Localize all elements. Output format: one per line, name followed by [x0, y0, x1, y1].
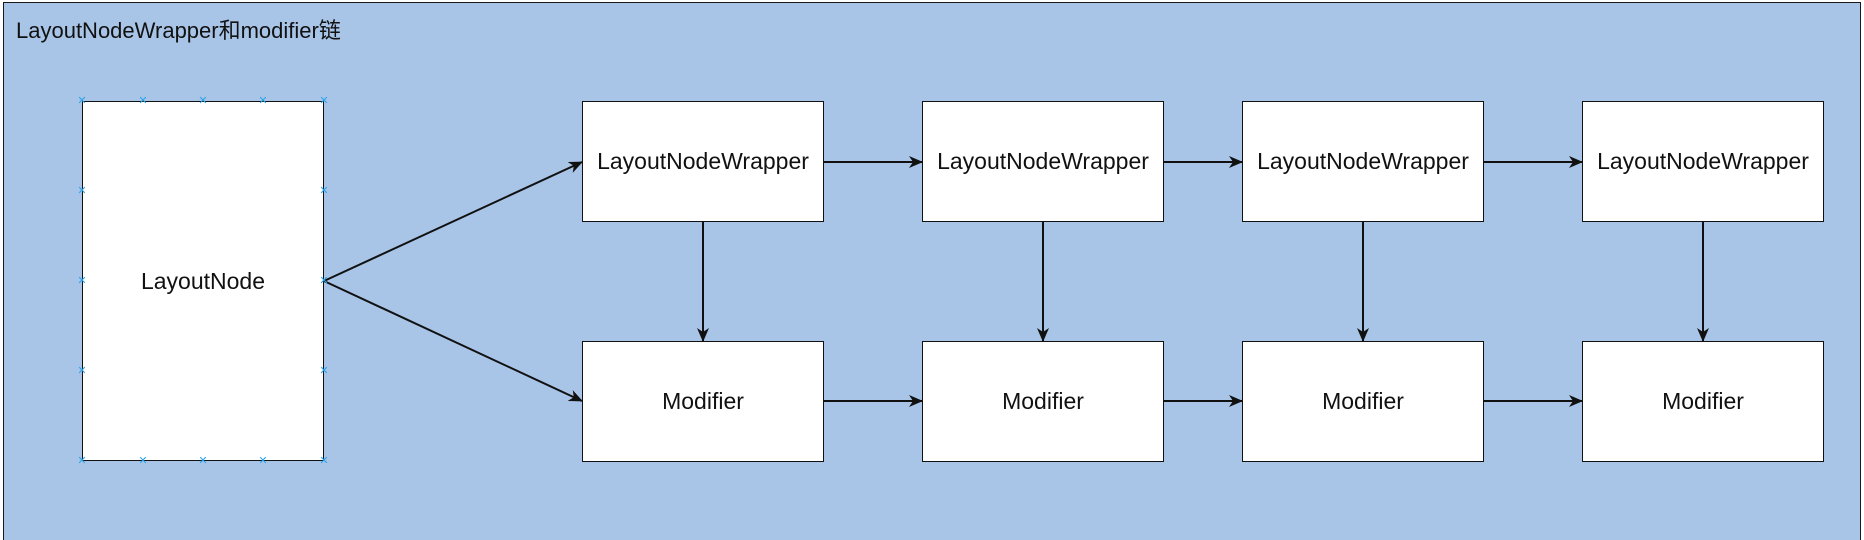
selection-handle-icon[interactable]: ✕ [258, 94, 268, 107]
selection-handle-icon[interactable]: ✕ [258, 454, 268, 467]
selection-handle-icon[interactable]: ✕ [77, 454, 87, 467]
modifier-label: Modifier [662, 388, 744, 414]
modifier-node-1[interactable]: Modifier [582, 341, 824, 462]
selection-handle-icon[interactable]: ✕ [319, 364, 329, 377]
modifier-node-2[interactable]: Modifier [922, 341, 1164, 462]
wrapper-label: LayoutNodeWrapper [597, 148, 809, 174]
wrapper-node-1[interactable]: LayoutNodeWrapper [582, 101, 824, 222]
modifier-label: Modifier [1002, 388, 1084, 414]
wrapper-label: LayoutNodeWrapper [1257, 148, 1469, 174]
selection-handle-icon[interactable]: ✕ [319, 274, 329, 287]
layout-node-box[interactable]: LayoutNode [82, 101, 324, 461]
wrapper-label: LayoutNodeWrapper [937, 148, 1149, 174]
selection-handle-icon[interactable]: ✕ [77, 94, 87, 107]
modifier-node-4[interactable]: Modifier [1582, 341, 1824, 462]
layout-node-label: LayoutNode [140, 267, 266, 294]
selection-handle-icon[interactable]: ✕ [319, 94, 329, 107]
wrapper-node-2[interactable]: LayoutNodeWrapper [922, 101, 1164, 222]
selection-handle-icon[interactable]: ✕ [77, 184, 87, 197]
selection-handle-icon[interactable]: ✕ [319, 454, 329, 467]
selection-handle-icon[interactable]: ✕ [198, 94, 208, 107]
selection-handle-icon[interactable]: ✕ [77, 274, 87, 287]
wrapper-label: LayoutNodeWrapper [1597, 148, 1809, 174]
modifier-node-3[interactable]: Modifier [1242, 341, 1484, 462]
selection-handle-icon[interactable]: ✕ [319, 184, 329, 197]
selection-handle-icon[interactable]: ✕ [138, 94, 148, 107]
selection-handle-icon[interactable]: ✕ [138, 454, 148, 467]
container-title: LayoutNodeWrapper和modifier链 [16, 18, 341, 43]
modifier-label: Modifier [1322, 388, 1404, 414]
selection-handle-icon[interactable]: ✕ [77, 364, 87, 377]
selection-handle-icon[interactable]: ✕ [198, 454, 208, 467]
wrapper-node-4[interactable]: LayoutNodeWrapper [1582, 101, 1824, 222]
wrapper-node-3[interactable]: LayoutNodeWrapper [1242, 101, 1484, 222]
modifier-label: Modifier [1662, 388, 1744, 414]
